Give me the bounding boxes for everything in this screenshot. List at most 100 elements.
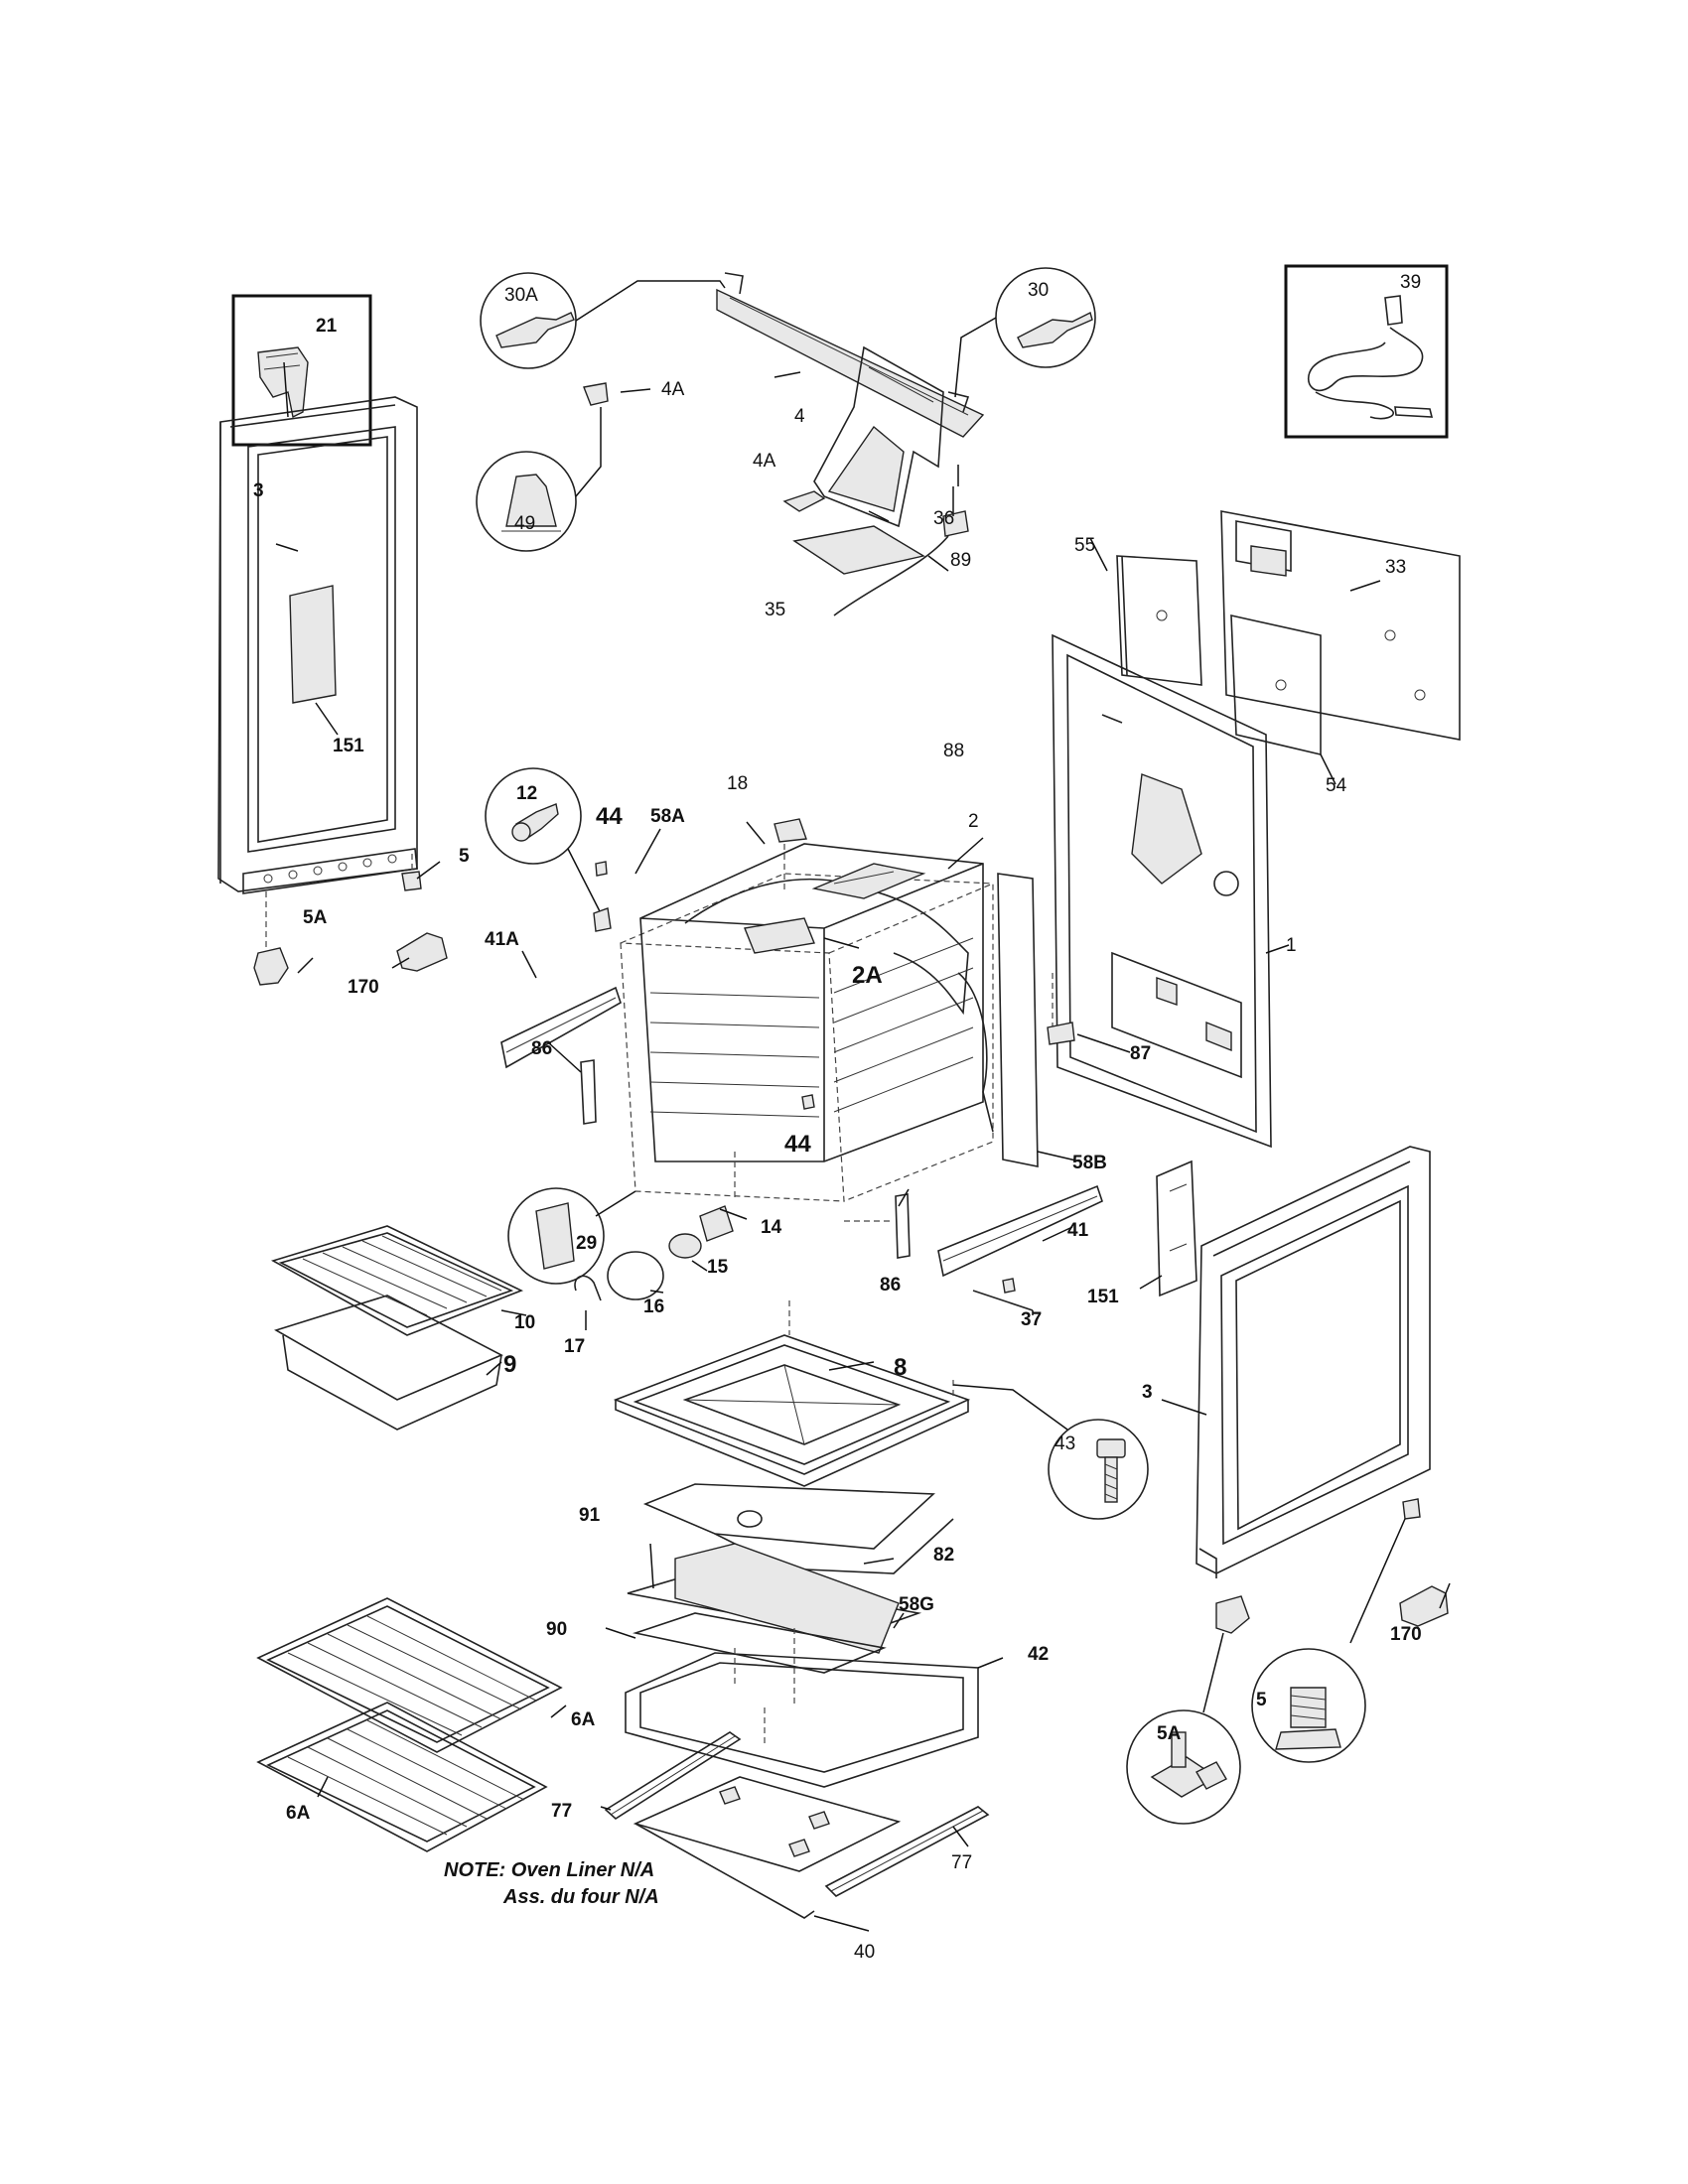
label-21: 21 [316, 316, 338, 337]
part-77-slide-right [824, 1806, 990, 1897]
part-58G-insulation [674, 1543, 900, 1654]
label-5A-left: 5A [303, 907, 328, 928]
label-86-right: 86 [880, 1275, 901, 1296]
part-5-leveler-left [401, 854, 422, 891]
label-49: 49 [514, 513, 535, 534]
part-6A-rack-bottom [256, 1702, 548, 1852]
part-151-right-bracket [1156, 1160, 1197, 1297]
label-1: 1 [1286, 935, 1297, 956]
part-87-terminal [1047, 1022, 1075, 1045]
label-58B: 58B [1072, 1153, 1107, 1173]
label-4A-top: 4A [661, 379, 685, 400]
part-77-slide-left [604, 1731, 742, 1821]
part-4A-mid [782, 490, 826, 512]
part-8-cook-top [613, 1300, 971, 1487]
part-40-drawer-bottom [633, 1776, 902, 1919]
label-55: 55 [1074, 535, 1095, 556]
label-6A-top: 6A [571, 1709, 596, 1730]
label-3-right: 3 [1142, 1382, 1153, 1403]
part-37-wire [972, 1278, 1034, 1311]
label-6A-bottom: 6A [286, 1803, 311, 1824]
label-82: 82 [933, 1545, 954, 1566]
part-41A-rail [500, 986, 622, 1069]
label-77-right: 77 [951, 1852, 972, 1873]
part-15-bulb [668, 1233, 702, 1259]
part-39-power-cord-inset [1284, 264, 1449, 439]
part-41-rail [937, 1184, 1103, 1278]
leader-lines [275, 361, 1451, 1932]
label-33: 33 [1385, 557, 1406, 578]
part-3-door-left [217, 396, 418, 894]
callout-5-right [1251, 1648, 1366, 1763]
label-5A-right: 5A [1157, 1723, 1182, 1744]
label-58G: 58G [899, 1594, 934, 1615]
label-90: 90 [546, 1619, 567, 1640]
part-4-bracket [716, 272, 985, 438]
label-151-right: 151 [1087, 1287, 1119, 1307]
part-58B-insulation [997, 873, 1039, 1167]
label-16: 16 [643, 1297, 664, 1317]
callout-30 [954, 267, 1096, 398]
part-14-socket [699, 1152, 736, 1242]
label-17: 17 [564, 1336, 585, 1357]
label-41: 41 [1067, 1220, 1089, 1241]
label-14: 14 [761, 1217, 782, 1238]
part-58A-insulation [684, 878, 994, 1133]
callout-43 [952, 1384, 1149, 1520]
label-88: 88 [943, 741, 964, 761]
part-16-lens [607, 1251, 664, 1300]
label-5-right: 5 [1256, 1690, 1267, 1710]
part-3-door-right [1196, 1146, 1431, 1578]
label-9: 9 [503, 1351, 516, 1378]
label-5-left: 5 [459, 846, 470, 867]
oven-cavity [620, 843, 994, 1202]
part-86-right-bracket [844, 1193, 911, 1259]
part-labels: 21 39 30A 30 4A 4 49 4A 36 3 55 33 35 89… [253, 272, 1422, 1963]
label-91: 91 [579, 1505, 601, 1526]
label-58A: 58A [650, 806, 685, 827]
label-39: 39 [1400, 272, 1421, 293]
label-3-left: 3 [253, 480, 264, 501]
callout-5A-right [1126, 1709, 1241, 1825]
label-44-top: 44 [596, 803, 623, 830]
label-86-left: 86 [531, 1038, 552, 1059]
part-9-broiler-pan [274, 1295, 503, 1431]
part-18-bracket [774, 818, 807, 893]
label-87: 87 [1130, 1043, 1151, 1064]
label-18: 18 [727, 773, 748, 794]
part-1-back-panel [1052, 633, 1272, 1149]
label-44-bottom: 44 [784, 1131, 811, 1158]
label-36: 36 [933, 508, 954, 529]
label-170-left: 170 [348, 977, 379, 998]
label-151-left: 151 [333, 736, 364, 756]
label-10: 10 [514, 1312, 535, 1333]
part-89-sensor [942, 486, 969, 537]
note-line-1: NOTE: Oven Liner N/A [444, 1859, 654, 1881]
label-41A: 41A [485, 929, 519, 950]
part-170-left [396, 932, 448, 972]
callout-30A [480, 272, 726, 369]
label-2A: 2A [852, 962, 883, 989]
part-170-right [1399, 1585, 1449, 1627]
part-17-clip [574, 1275, 602, 1301]
callout-49 [476, 382, 609, 552]
part-10-broiler-grid [270, 1225, 524, 1336]
part-21-inset [231, 294, 372, 447]
part-90-rail [632, 1612, 887, 1674]
part-44-top-plug [595, 861, 608, 877]
note-line-2: Ass. du four N/A [502, 1886, 659, 1908]
part-5A-hinge-right [1202, 1595, 1250, 1713]
part-44-bottom-plug [801, 1094, 815, 1110]
part-33-panel [1220, 510, 1461, 741]
part-2A-plate [744, 917, 815, 954]
label-12: 12 [516, 783, 537, 804]
note-block: NOTE: Oven Liner N/A Ass. du four N/A [444, 1859, 659, 1908]
label-42: 42 [1028, 1644, 1049, 1665]
label-2: 2 [968, 811, 979, 832]
label-15: 15 [707, 1257, 729, 1278]
label-170-right: 170 [1390, 1624, 1422, 1645]
label-43: 43 [1055, 1433, 1075, 1454]
part-35-plate [792, 525, 925, 575]
label-40: 40 [854, 1942, 875, 1963]
